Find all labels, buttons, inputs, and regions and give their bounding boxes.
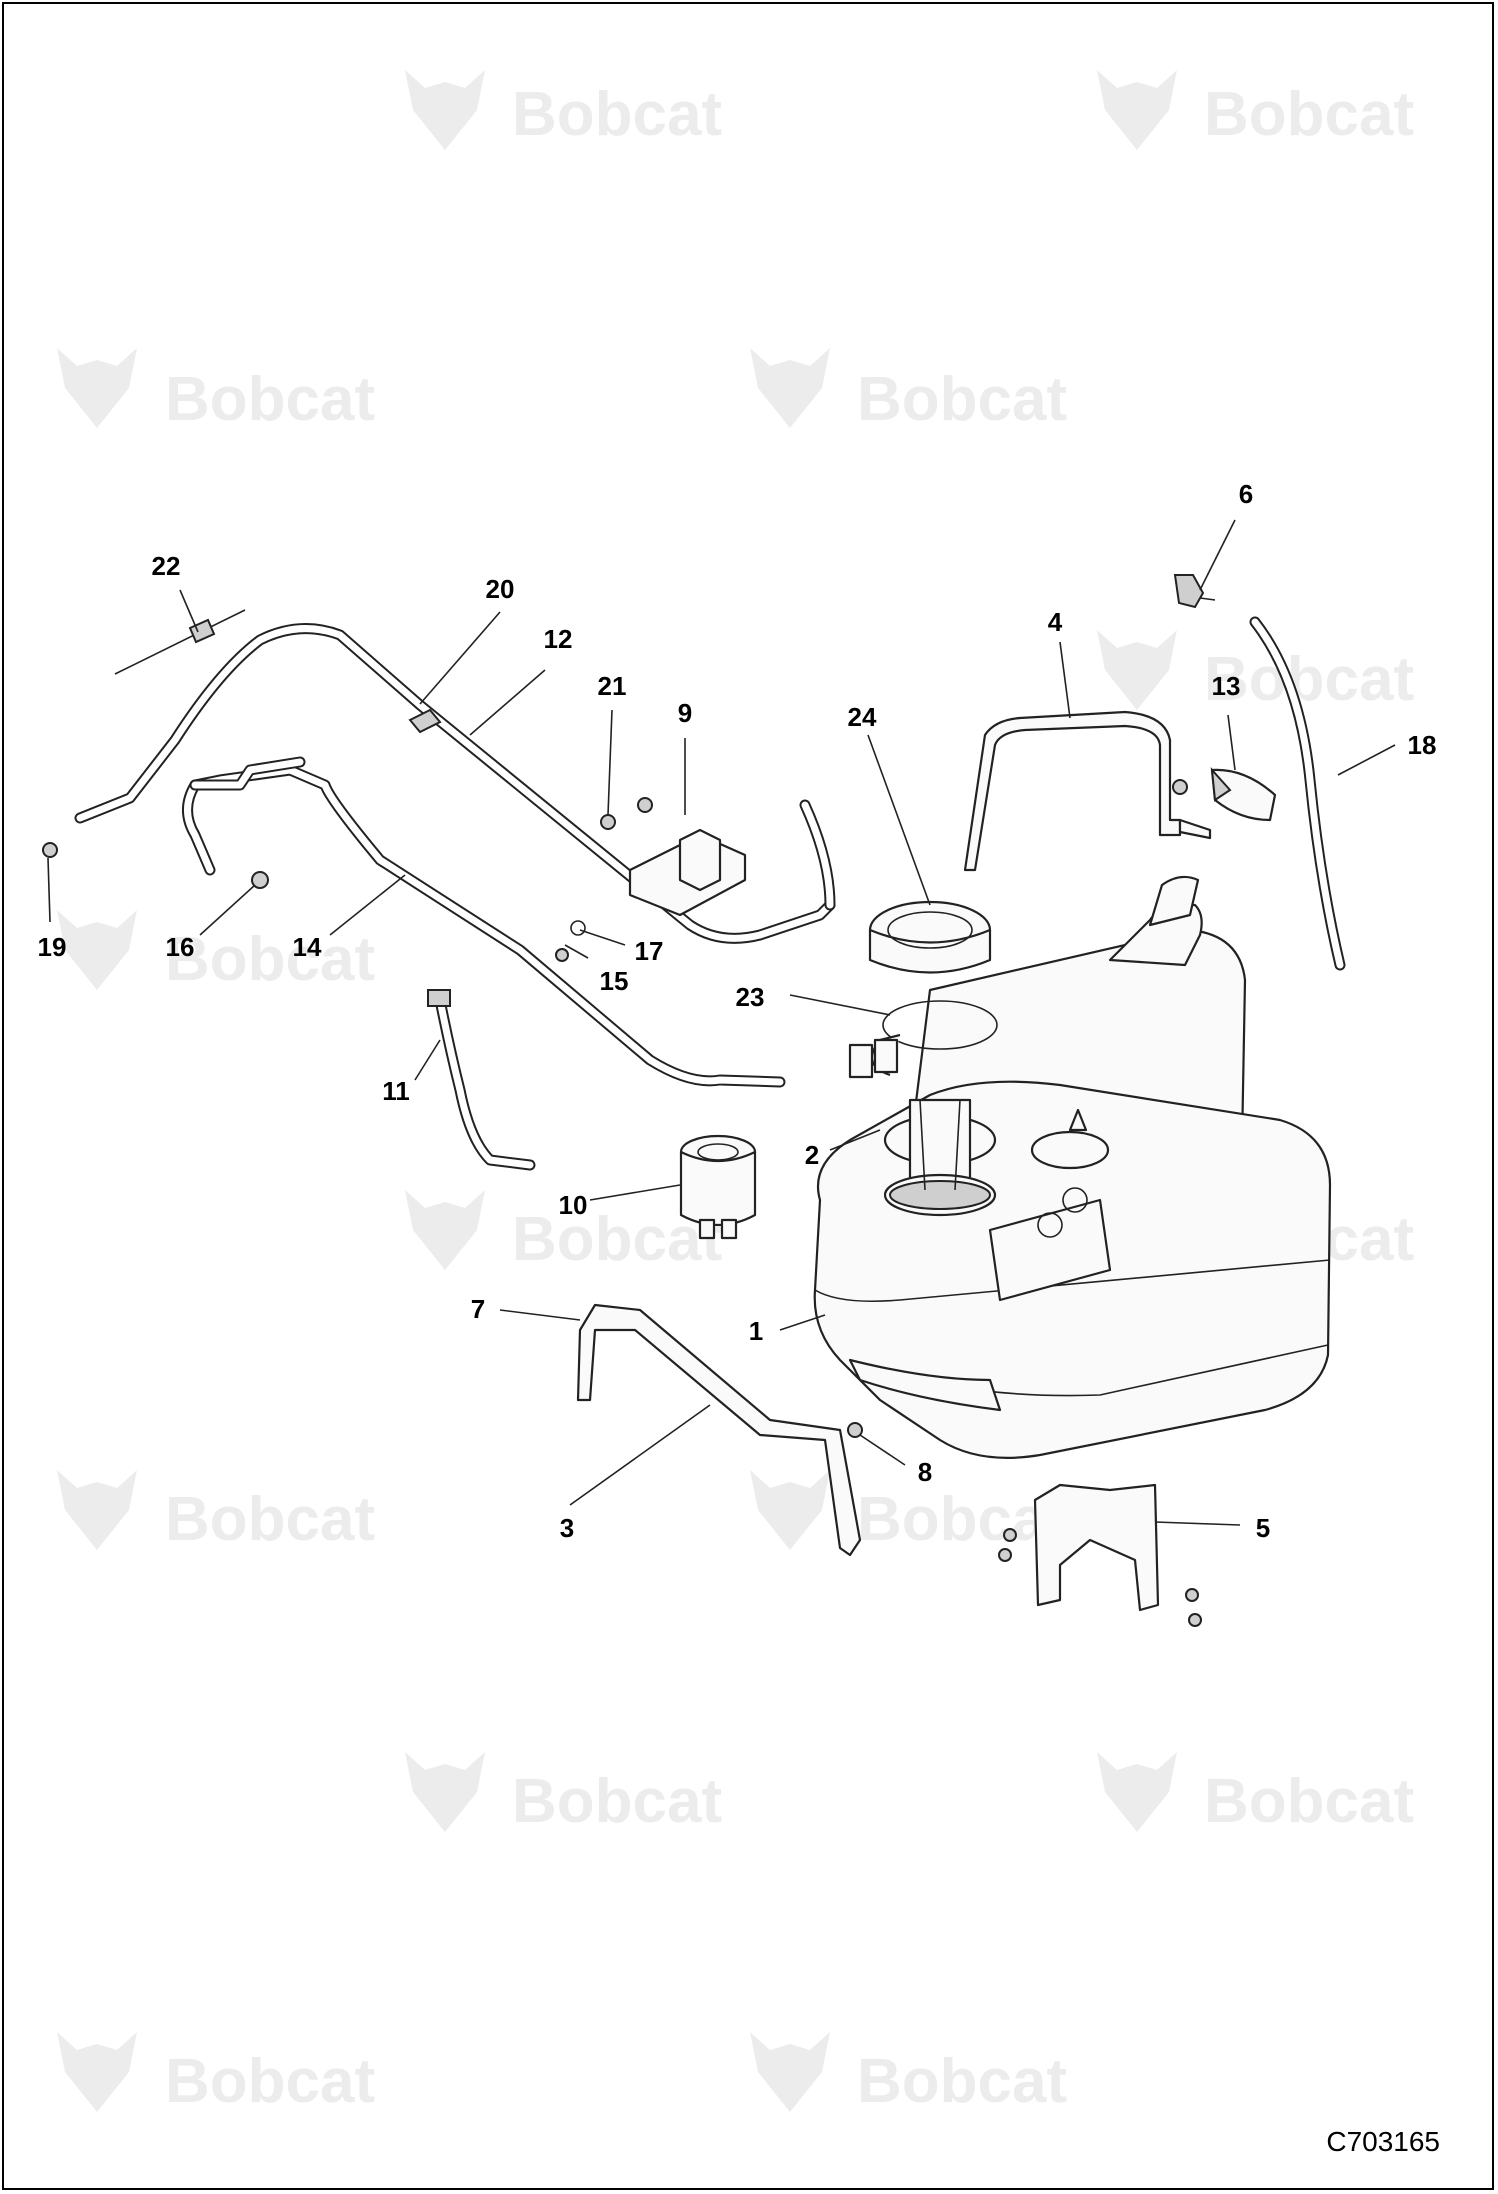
callout-15: 15 [599, 966, 629, 996]
watermark-text: Bobcat [857, 1485, 1067, 1554]
callout-17: 17 [634, 936, 664, 966]
callout-12: 12 [543, 624, 573, 654]
bobcat-head-icon [1097, 630, 1177, 710]
callout-2: 2 [804, 1140, 820, 1170]
callout-14: 14 [292, 932, 322, 962]
breather-hose [1249, 616, 1346, 971]
watermark-text: Bobcat [165, 925, 375, 994]
watermark-4: Bobcat [750, 348, 1067, 434]
bobcat-head-icon [750, 1470, 830, 1550]
watermark-text: Bobcat [1204, 80, 1414, 149]
watermark-1: Bobcat [405, 70, 722, 150]
callout-16: 16 [165, 932, 195, 962]
watermark-text: Bobcat [165, 2047, 375, 2116]
bracket-5 [1033, 1483, 1160, 1612]
watermark-7: Bobcat [405, 1190, 722, 1274]
callout-9: 9 [677, 698, 693, 728]
watermark-9: Bobcat [57, 1470, 375, 1554]
hardware-bolts [42, 609, 1202, 1627]
bobcat-head-icon [405, 1752, 485, 1832]
hose-11 [427, 989, 536, 1171]
fuel-sender [848, 1033, 997, 1217]
watermark-12: Bobcat [1097, 1752, 1414, 1836]
bobcat-head-icon [57, 910, 137, 990]
bobcat-head-icon [1097, 70, 1177, 150]
callout-11: 11 [382, 1076, 410, 1106]
bobcat-head-icon [57, 348, 137, 428]
fuel-line-12 [74, 623, 836, 944]
callout-3: 3 [559, 1513, 575, 1543]
watermark-10: Bobcat [750, 1470, 1067, 1554]
clamp-13 [1210, 767, 1277, 822]
callout-21: 21 [597, 671, 627, 701]
watermark-6: Bobcat [57, 910, 375, 994]
fuel-filter [679, 1134, 757, 1240]
bobcat-head-icon [1097, 1752, 1177, 1832]
watermark-text: Bobcat [512, 80, 722, 149]
watermark-2: Bobcat [1097, 70, 1414, 150]
callout-18: 18 [1407, 730, 1437, 760]
lower-strap [576, 1303, 862, 1557]
fitting-6 [1173, 574, 1216, 609]
watermark-14: Bobcat [750, 2032, 1067, 2116]
bobcat-head-icon [750, 2032, 830, 2112]
seal-ring [882, 1000, 998, 1050]
bracket-9 [628, 828, 747, 917]
watermark-text: Bobcat [1204, 645, 1414, 714]
callout-13: 13 [1211, 671, 1241, 701]
watermark-text: Bobcat [857, 2047, 1067, 2116]
callout-19: 19 [37, 932, 67, 962]
fuel-line-14 [182, 756, 786, 1088]
upper-strap [963, 710, 1212, 872]
callout-6: 6 [1238, 479, 1254, 509]
callout-10: 10 [558, 1190, 588, 1220]
drawing-code: C703165 [1326, 2126, 1440, 2157]
watermark-text: Bobcat [512, 1767, 722, 1836]
watermark-13: Bobcat [57, 2032, 375, 2116]
bobcat-head-icon [405, 1190, 485, 1270]
callout-20: 20 [485, 574, 515, 604]
bobcat-head-icon [57, 1470, 137, 1550]
callout-5: 5 [1255, 1513, 1271, 1543]
watermark-text: Bobcat [1204, 1767, 1414, 1836]
bobcat-head-icon [405, 70, 485, 150]
callout-1: 1 [748, 1316, 764, 1346]
bobcat-head-icon [750, 348, 830, 428]
callout-22: 22 [151, 551, 181, 581]
bobcat-head-icon [57, 2032, 137, 2112]
callout-23: 23 [735, 982, 765, 1012]
watermark-11: Bobcat [405, 1752, 722, 1836]
watermark-3: Bobcat [57, 348, 375, 434]
leader-lines [47, 519, 1396, 1526]
callout-4: 4 [1047, 607, 1063, 637]
watermark-5: Bobcat [1097, 630, 1414, 714]
watermark-text: Bobcat [165, 365, 375, 434]
callout-7: 7 [470, 1294, 486, 1324]
lock-ring [868, 900, 992, 974]
callout-24: 24 [847, 702, 877, 732]
watermark-text: Bobcat [857, 365, 1067, 434]
callout-8: 8 [917, 1457, 933, 1487]
watermark-text: Bobcat [165, 1485, 375, 1554]
